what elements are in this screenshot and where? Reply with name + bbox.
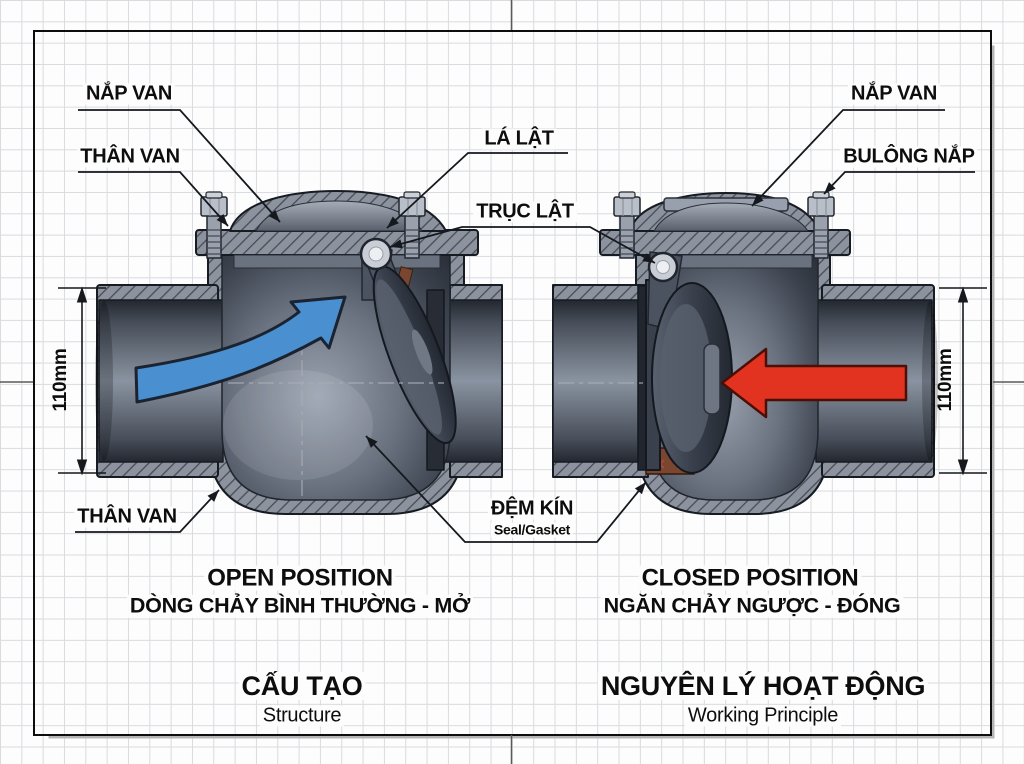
label-bulong-nap: BULÔNG NẮP <box>840 146 978 168</box>
left-valve-illustration <box>95 190 503 515</box>
label-nap-van-right: NẮP VAN <box>847 83 941 105</box>
label-than-van-bottom: THÂN VAN <box>74 506 180 528</box>
leader-bulong-nap <box>823 171 975 195</box>
open-position-subtitle: DÒNG CHẢY BÌNH THƯỜNG - MỞ <box>126 595 474 618</box>
closed-position-subtitle: NGĂN CHẢY NGƯỢC - ĐÓNG <box>600 595 904 618</box>
dimension-line-left <box>58 286 106 476</box>
dimension-label-left: 110mm <box>50 348 72 412</box>
open-position-title: OPEN POSITION <box>204 565 396 591</box>
label-dem-kin: ĐỆM KÍN <box>487 498 577 520</box>
leader-nap-van-left <box>78 109 281 223</box>
dimension-line-right <box>939 286 987 476</box>
label-la-lat: LÁ LẬT <box>481 128 557 150</box>
dimension-label-right: 110mm <box>935 348 957 412</box>
right-section-title: NGUYÊN LÝ HOẠT ĐỘNG <box>597 671 929 700</box>
label-truc-lat: TRỤC LẬT <box>473 201 577 223</box>
leader-truc-lat <box>389 226 656 264</box>
flow-arrow-blocked <box>720 347 908 419</box>
label-nap-van-left: NẮP VAN <box>82 83 176 105</box>
leader-than-van-left <box>78 171 229 227</box>
left-section-subtitle: Structure <box>259 705 345 727</box>
flow-arrow-open <box>134 295 347 404</box>
leader-dem-kin <box>365 435 647 543</box>
hinge-pin-left <box>359 237 393 271</box>
closed-position-title: CLOSED POSITION <box>638 565 862 591</box>
label-seal-gasket: Seal/Gasket <box>490 522 574 538</box>
leader-than-van-bottom <box>75 489 220 533</box>
left-section-title: CẤU TẠO <box>238 671 366 700</box>
drawing-frame-border <box>33 30 992 736</box>
right-valve-illustration <box>552 191 938 515</box>
right-section-subtitle: Working Principle <box>684 705 842 727</box>
label-than-van-left: THÂN VAN <box>77 146 183 168</box>
leader-lines <box>75 109 975 543</box>
leader-nap-van-right <box>751 109 945 207</box>
hinge-pin-right <box>647 251 679 283</box>
leader-la-lat <box>386 152 568 229</box>
